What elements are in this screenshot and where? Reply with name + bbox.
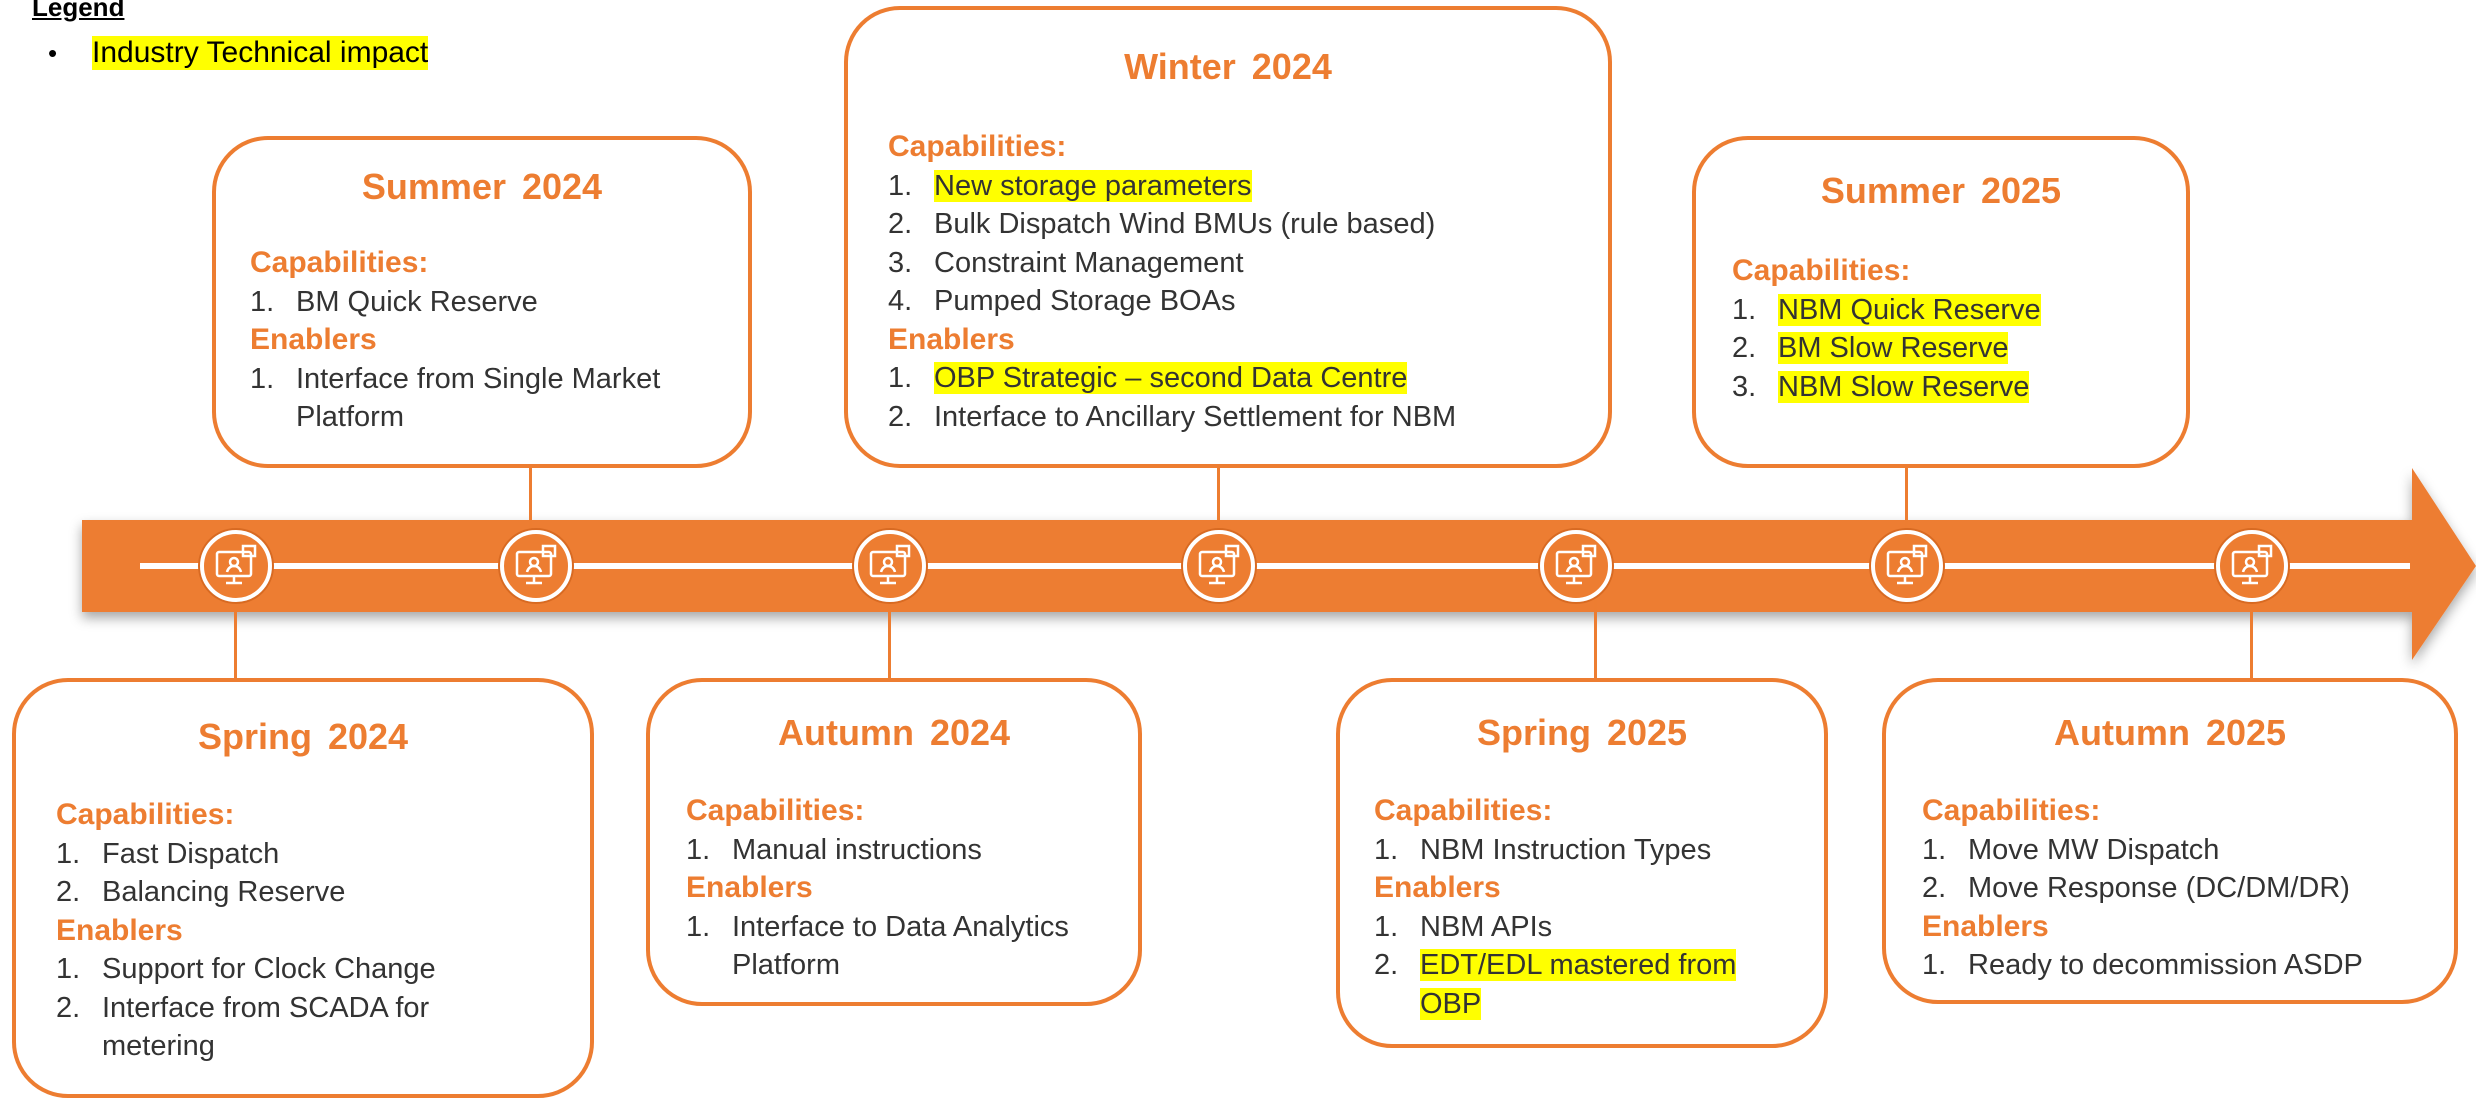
capability-item: 1.NBM Instruction Types <box>1374 833 1712 866</box>
milestone-card-autumn-2025: Autumn 2025 Capabilities: 1.Move MW Disp… <box>1882 678 2458 1004</box>
milestone-card-winter-2024: Winter 2024 Capabilities: 1.New storage … <box>844 6 1612 468</box>
connector-summer-2024 <box>529 466 532 542</box>
enabler-item: 2.EDT/EDL mastered from OBP <box>1374 949 1737 1020</box>
capability-item: 2.Balancing Reserve <box>56 876 346 908</box>
capability-item: 2.BM Slow Reserve <box>1732 332 2009 364</box>
capability-item: 3.Constraint Management <box>888 246 1244 279</box>
capability-item: 2.Bulk Dispatch Wind BMUs (rule based) <box>888 208 1436 240</box>
monitor-user-icon <box>1198 544 1240 585</box>
milestone-card-spring-2024: Spring 2024 Capabilities: 1.Fast Dispatc… <box>12 678 594 1098</box>
capabilities-label: Capabilities: <box>56 798 235 831</box>
connector-summer-2025 <box>1905 466 1908 542</box>
enablers-label: Enablers <box>1922 909 2049 943</box>
enabler-item: 2.Interface to Ancillary Settlement for … <box>888 400 1457 433</box>
capability-item: 4.Pumped Storage BOAs <box>888 285 1236 317</box>
connector-winter-2024 <box>1217 466 1220 542</box>
milestone-title: Summer 2024 <box>361 166 603 207</box>
capability-item: 1.Fast Dispatch <box>56 837 280 870</box>
monitor-user-icon <box>1555 544 1597 585</box>
capabilities-label: Capabilities: <box>888 130 1067 163</box>
capability-item: 1.Move MW Dispatch <box>1922 833 2220 866</box>
enabler-item: 2.Interface from SCADA for metering <box>56 991 430 1063</box>
enablers-label: Enablers <box>686 871 813 904</box>
milestone-title: Spring 2025 <box>1476 712 1688 753</box>
capability-item: 1.NBM Quick Reserve <box>1732 293 2041 326</box>
milestone-card-autumn-2024: Autumn 2024 Capabilities: 1.Manual instr… <box>646 678 1142 1006</box>
enabler-item: 1.Interface to Data Analytics Platform <box>686 910 1069 982</box>
enablers-label: Enablers <box>250 323 377 356</box>
milestone-card-summer-2024: Summer 2024 Capabilities: 1.BM Quick Res… <box>212 136 752 468</box>
monitor-user-icon <box>215 544 257 585</box>
capability-item: 2.Move Response (DC/DM/DR) <box>1922 872 2350 904</box>
connector-autumn-2025 <box>2250 600 2253 682</box>
connector-spring-2024 <box>234 600 237 682</box>
milestone-title: Autumn 2024 <box>777 712 1011 753</box>
monitor-user-icon <box>1886 544 1928 585</box>
monitor-user-icon <box>869 544 911 585</box>
milestone-node-winter-2024 <box>1183 530 1255 602</box>
capabilities-label: Capabilities: <box>1922 794 2101 827</box>
milestone-title: Spring 2024 <box>197 716 409 757</box>
capability-item: 1.New storage parameters <box>888 169 1252 202</box>
enablers-label: Enablers <box>1374 871 1501 904</box>
capability-item: 1.BM Quick Reserve <box>250 285 538 318</box>
enabler-item: 1.Interface from Single Market Platform <box>250 362 661 434</box>
milestone-title: Winter 2024 <box>1124 46 1332 87</box>
milestone-card-spring-2025: Spring 2025 Capabilities: 1.NBM Instruct… <box>1336 678 1828 1048</box>
milestone-node-summer-2024 <box>500 530 572 602</box>
capabilities-label: Capabilities: <box>1374 794 1553 827</box>
milestone-node-summer-2025 <box>1871 530 1943 602</box>
legend-title: Legend <box>32 0 125 22</box>
connector-spring-2025 <box>1594 600 1597 682</box>
connector-autumn-2024 <box>888 600 891 682</box>
milestone-title: Autumn 2025 <box>2053 712 2287 753</box>
milestone-node-autumn-2024 <box>854 530 926 602</box>
legend-item-label: Industry Technical impact <box>92 36 429 70</box>
capability-item: 3.NBM Slow Reserve <box>1732 370 2030 403</box>
enablers-label: Enablers <box>56 913 183 947</box>
milestone-title: Summer 2025 <box>1820 170 2062 211</box>
enabler-item: 1.NBM APIs <box>1374 910 1553 943</box>
capabilities-label: Capabilities: <box>1732 254 1911 287</box>
enablers-label: Enablers <box>888 322 1015 356</box>
milestone-card-summer-2025: Summer 2025 Capabilities: 1.NBM Quick Re… <box>1692 136 2190 468</box>
capability-item: 1.Manual instructions <box>686 833 982 866</box>
capabilities-label: Capabilities: <box>250 246 429 279</box>
enabler-item: 1.Ready to decommission ASDP <box>1922 949 2363 981</box>
enabler-item: 1.Support for Clock Change <box>56 953 436 985</box>
enabler-item: 1.OBP Strategic – second Data Centre <box>888 362 1408 394</box>
legend-bullet: • <box>48 37 58 68</box>
milestone-node-spring-2025 <box>1540 530 1612 602</box>
monitor-user-icon <box>515 544 557 585</box>
milestone-node-autumn-2025 <box>2216 530 2288 602</box>
milestone-node-spring-2024 <box>200 530 272 602</box>
capabilities-label: Capabilities: <box>686 794 865 827</box>
monitor-user-icon <box>2231 544 2273 585</box>
legend-item: • Industry Technical impact <box>48 36 429 70</box>
